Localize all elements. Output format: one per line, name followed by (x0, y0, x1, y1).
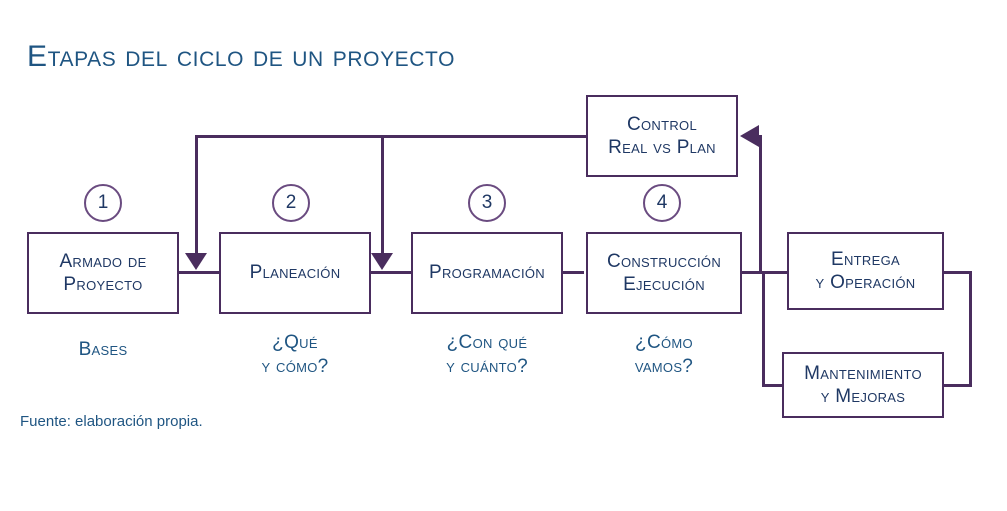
connector-entrega-right (943, 271, 972, 274)
step-box-construccion-ejecucion[interactable]: Construcción Ejecución (586, 232, 742, 314)
outcome-box-1-line1: Entrega (831, 248, 900, 270)
step-caption-3-line2: y cuánto? (446, 355, 528, 377)
control-box-line2: Real vs Plan (608, 137, 716, 158)
step-box-2-line1: Planeación (249, 262, 341, 284)
step-box-armado-de-proyecto[interactable]: Armado de Proyecto (27, 232, 179, 314)
step-caption-1-line1: Bases (78, 339, 128, 360)
arrowhead-to-programacion (371, 253, 393, 270)
step-box-4-line2: Ejecución (623, 274, 705, 295)
control-box[interactable]: Control Real vs Plan (586, 95, 738, 177)
step-caption-4: ¿Cómo vamos? (586, 331, 742, 379)
step-caption-4-line1: ¿Cómo (635, 332, 693, 353)
outcome-box-2-line1: Mantenimiento (804, 362, 922, 384)
step-box-programacion[interactable]: Programación (411, 232, 563, 314)
step-caption-4-line2: vamos? (634, 355, 694, 377)
outcome-left-bracket (762, 271, 765, 387)
connector-box3-box4 (562, 271, 584, 274)
arrowhead-to-control (740, 125, 759, 147)
step-number-3-label: 3 (481, 192, 493, 213)
step-caption-2-line1: ¿Qué (272, 332, 318, 353)
step-caption-2-line2: y cómo? (261, 355, 329, 377)
page-title: Etapas del ciclo de un proyecto (27, 40, 456, 73)
step-number-2: 2 (272, 184, 310, 222)
step-box-3-line1: Programación (429, 262, 545, 284)
step-box-1-line2: Proyecto (63, 274, 143, 295)
feedback-return-vertical (759, 135, 762, 273)
connector-box1-box2 (176, 271, 222, 274)
step-number-4-label: 4 (656, 192, 668, 213)
connector-box2-box3 (368, 271, 412, 274)
step-number-4: 4 (643, 184, 681, 222)
connector-to-mantenimiento (762, 384, 788, 387)
arrowhead-to-planeacion (185, 253, 207, 270)
step-box-4-line1: Construcción (606, 250, 722, 272)
outcome-box-mantenimiento-y-mejoras[interactable]: Mantenimiento y Mejoras (782, 352, 944, 418)
step-caption-1: Bases (27, 338, 179, 362)
source-note: Fuente: elaboración propia. (20, 413, 203, 430)
outcome-box-entrega-y-operacion[interactable]: Entrega y Operación (787, 232, 944, 310)
feedback-branch-to-programacion (381, 135, 384, 255)
step-caption-3-line1: ¿Con qué (446, 332, 528, 353)
step-number-3: 3 (468, 184, 506, 222)
outcome-box-1-line2: y Operación (815, 272, 916, 293)
outcome-right-bracket (969, 271, 972, 387)
step-caption-3: ¿Con qué y cuánto? (411, 331, 563, 379)
outcome-box-2-line2: y Mejoras (820, 386, 906, 407)
step-number-2-label: 2 (285, 192, 297, 213)
feedback-bus-horizontal (196, 135, 590, 138)
step-box-planeacion[interactable]: Planeación (219, 232, 371, 314)
step-number-1: 1 (84, 184, 122, 222)
step-number-1-label: 1 (97, 192, 109, 213)
step-box-1-line1: Armado de (59, 250, 147, 272)
step-caption-2: ¿Qué y cómo? (219, 331, 371, 379)
feedback-branch-to-planeacion (195, 135, 198, 255)
connector-mantenimiento-right (943, 384, 972, 387)
control-box-line1: Control (626, 113, 697, 135)
